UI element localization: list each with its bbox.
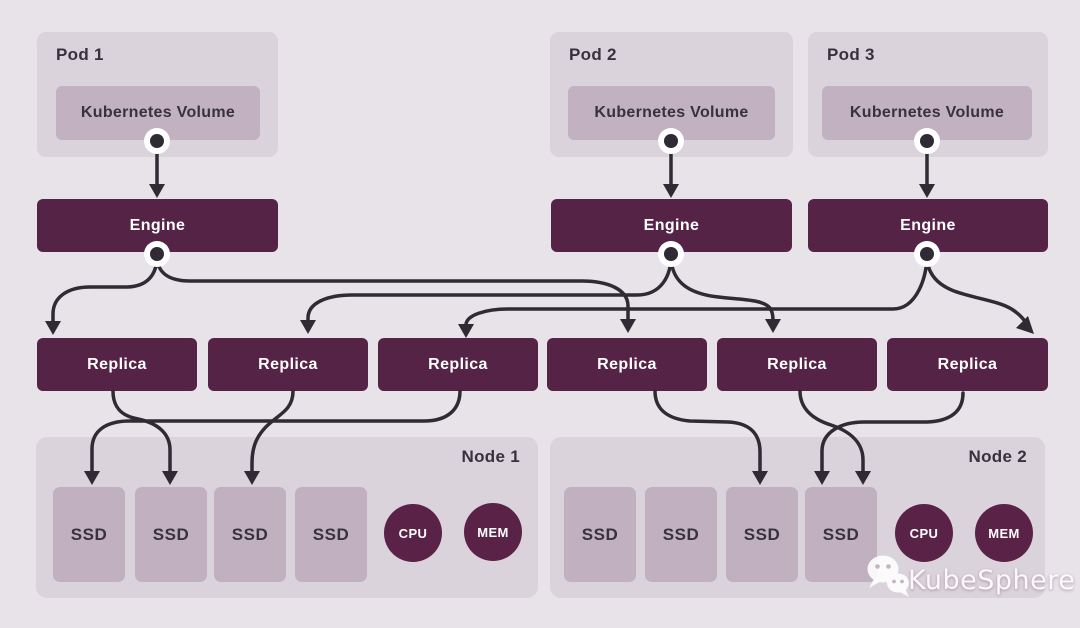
connector-dot [914,241,940,267]
arrowhead [300,320,316,334]
connector-dot [144,128,170,154]
node-panel-2: Node 2 SSD SSD SSD SSD CPU MEM [550,437,1045,598]
pod-title: Pod 3 [827,45,875,64]
arrow-engine1-to-replica1 [51,254,159,324]
mem-circle: MEM [464,503,522,561]
pod-title: Pod 2 [569,45,617,64]
node-title: Node 2 [968,447,1027,466]
ssd-box: SSD [645,487,717,582]
replica-box-6: Replica [887,338,1048,391]
ssd-box: SSD [564,487,636,582]
replica-box-2: Replica [208,338,368,391]
connector-dot [914,128,940,154]
arrowhead [1016,316,1034,334]
cpu-circle: CPU [384,504,442,562]
arrow-engine2-to-replica5 [669,254,775,322]
ssd-box: SSD [135,487,207,582]
arrow-engine1-to-replica4 [155,254,630,322]
arrowhead [919,184,935,198]
ssd-box: SSD [295,487,367,582]
connector-dot [658,241,684,267]
node-title: Node 1 [461,447,520,466]
replica-box-5: Replica [717,338,877,391]
cpu-circle: CPU [895,504,953,562]
replica-box-4: Replica [547,338,707,391]
arrow-engine3-to-replica6 [925,254,1028,325]
arrowhead [663,184,679,198]
ssd-box: SSD [726,487,798,582]
replica-box-3: Replica [378,338,538,391]
connector-dot [658,128,684,154]
pod-title: Pod 1 [56,45,104,64]
wechat-logo-icon [867,555,909,597]
arrow-engine2-to-replica2 [306,254,673,323]
replica-box-1: Replica [37,338,197,391]
ssd-box: SSD [53,487,125,582]
node-panel-1: Node 1 SSD SSD SSD SSD CPU MEM [36,437,538,598]
arrowhead [620,319,636,333]
arrowhead [458,324,474,338]
ssd-box: SSD [805,487,877,582]
kubesphere-watermark: KubeSphere [864,545,1075,601]
arrowhead [149,184,165,198]
arrow-engine3-to-replica3 [464,254,929,327]
arrowhead [45,321,61,335]
arrowhead [765,319,781,333]
mem-circle: MEM [975,504,1033,562]
ssd-box: SSD [214,487,286,582]
connector-dot [144,241,170,267]
brand-name: KubeSphere [908,564,1076,596]
